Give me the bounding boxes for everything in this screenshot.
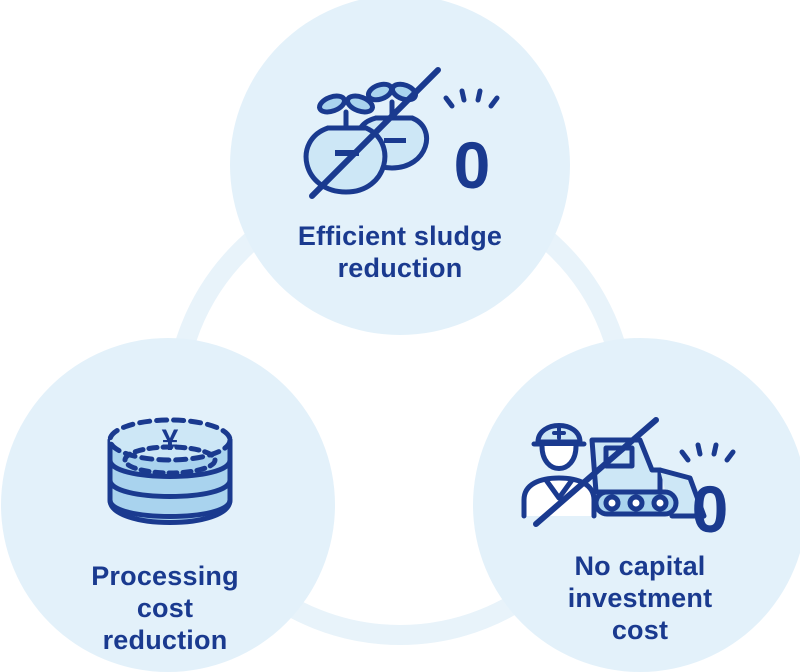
label-line: Processing <box>91 561 239 591</box>
worker-bulldozer-icon <box>521 417 736 527</box>
label-processing-cost-reduction: Processing cost reduction <box>40 560 290 656</box>
sludge-bags-icon <box>303 67 500 199</box>
label-line: No capital <box>574 551 706 581</box>
label-line: reduction <box>102 625 228 655</box>
label-line: cost <box>611 615 669 645</box>
zero-text-top: 0 <box>454 128 491 202</box>
label-line: cost <box>136 593 194 623</box>
label-efficient-sludge-reduction: Efficient sludge reduction <box>250 220 550 284</box>
zero-text-right: 0 <box>692 472 729 546</box>
label-no-capital-investment-cost: No capital investment cost <box>505 550 775 646</box>
label-line: Efficient sludge <box>297 221 503 251</box>
yen-symbol: ¥ <box>162 424 179 457</box>
label-line: investment <box>567 583 713 613</box>
yen-coin-stack-icon <box>107 417 233 525</box>
label-line: reduction <box>337 253 463 283</box>
